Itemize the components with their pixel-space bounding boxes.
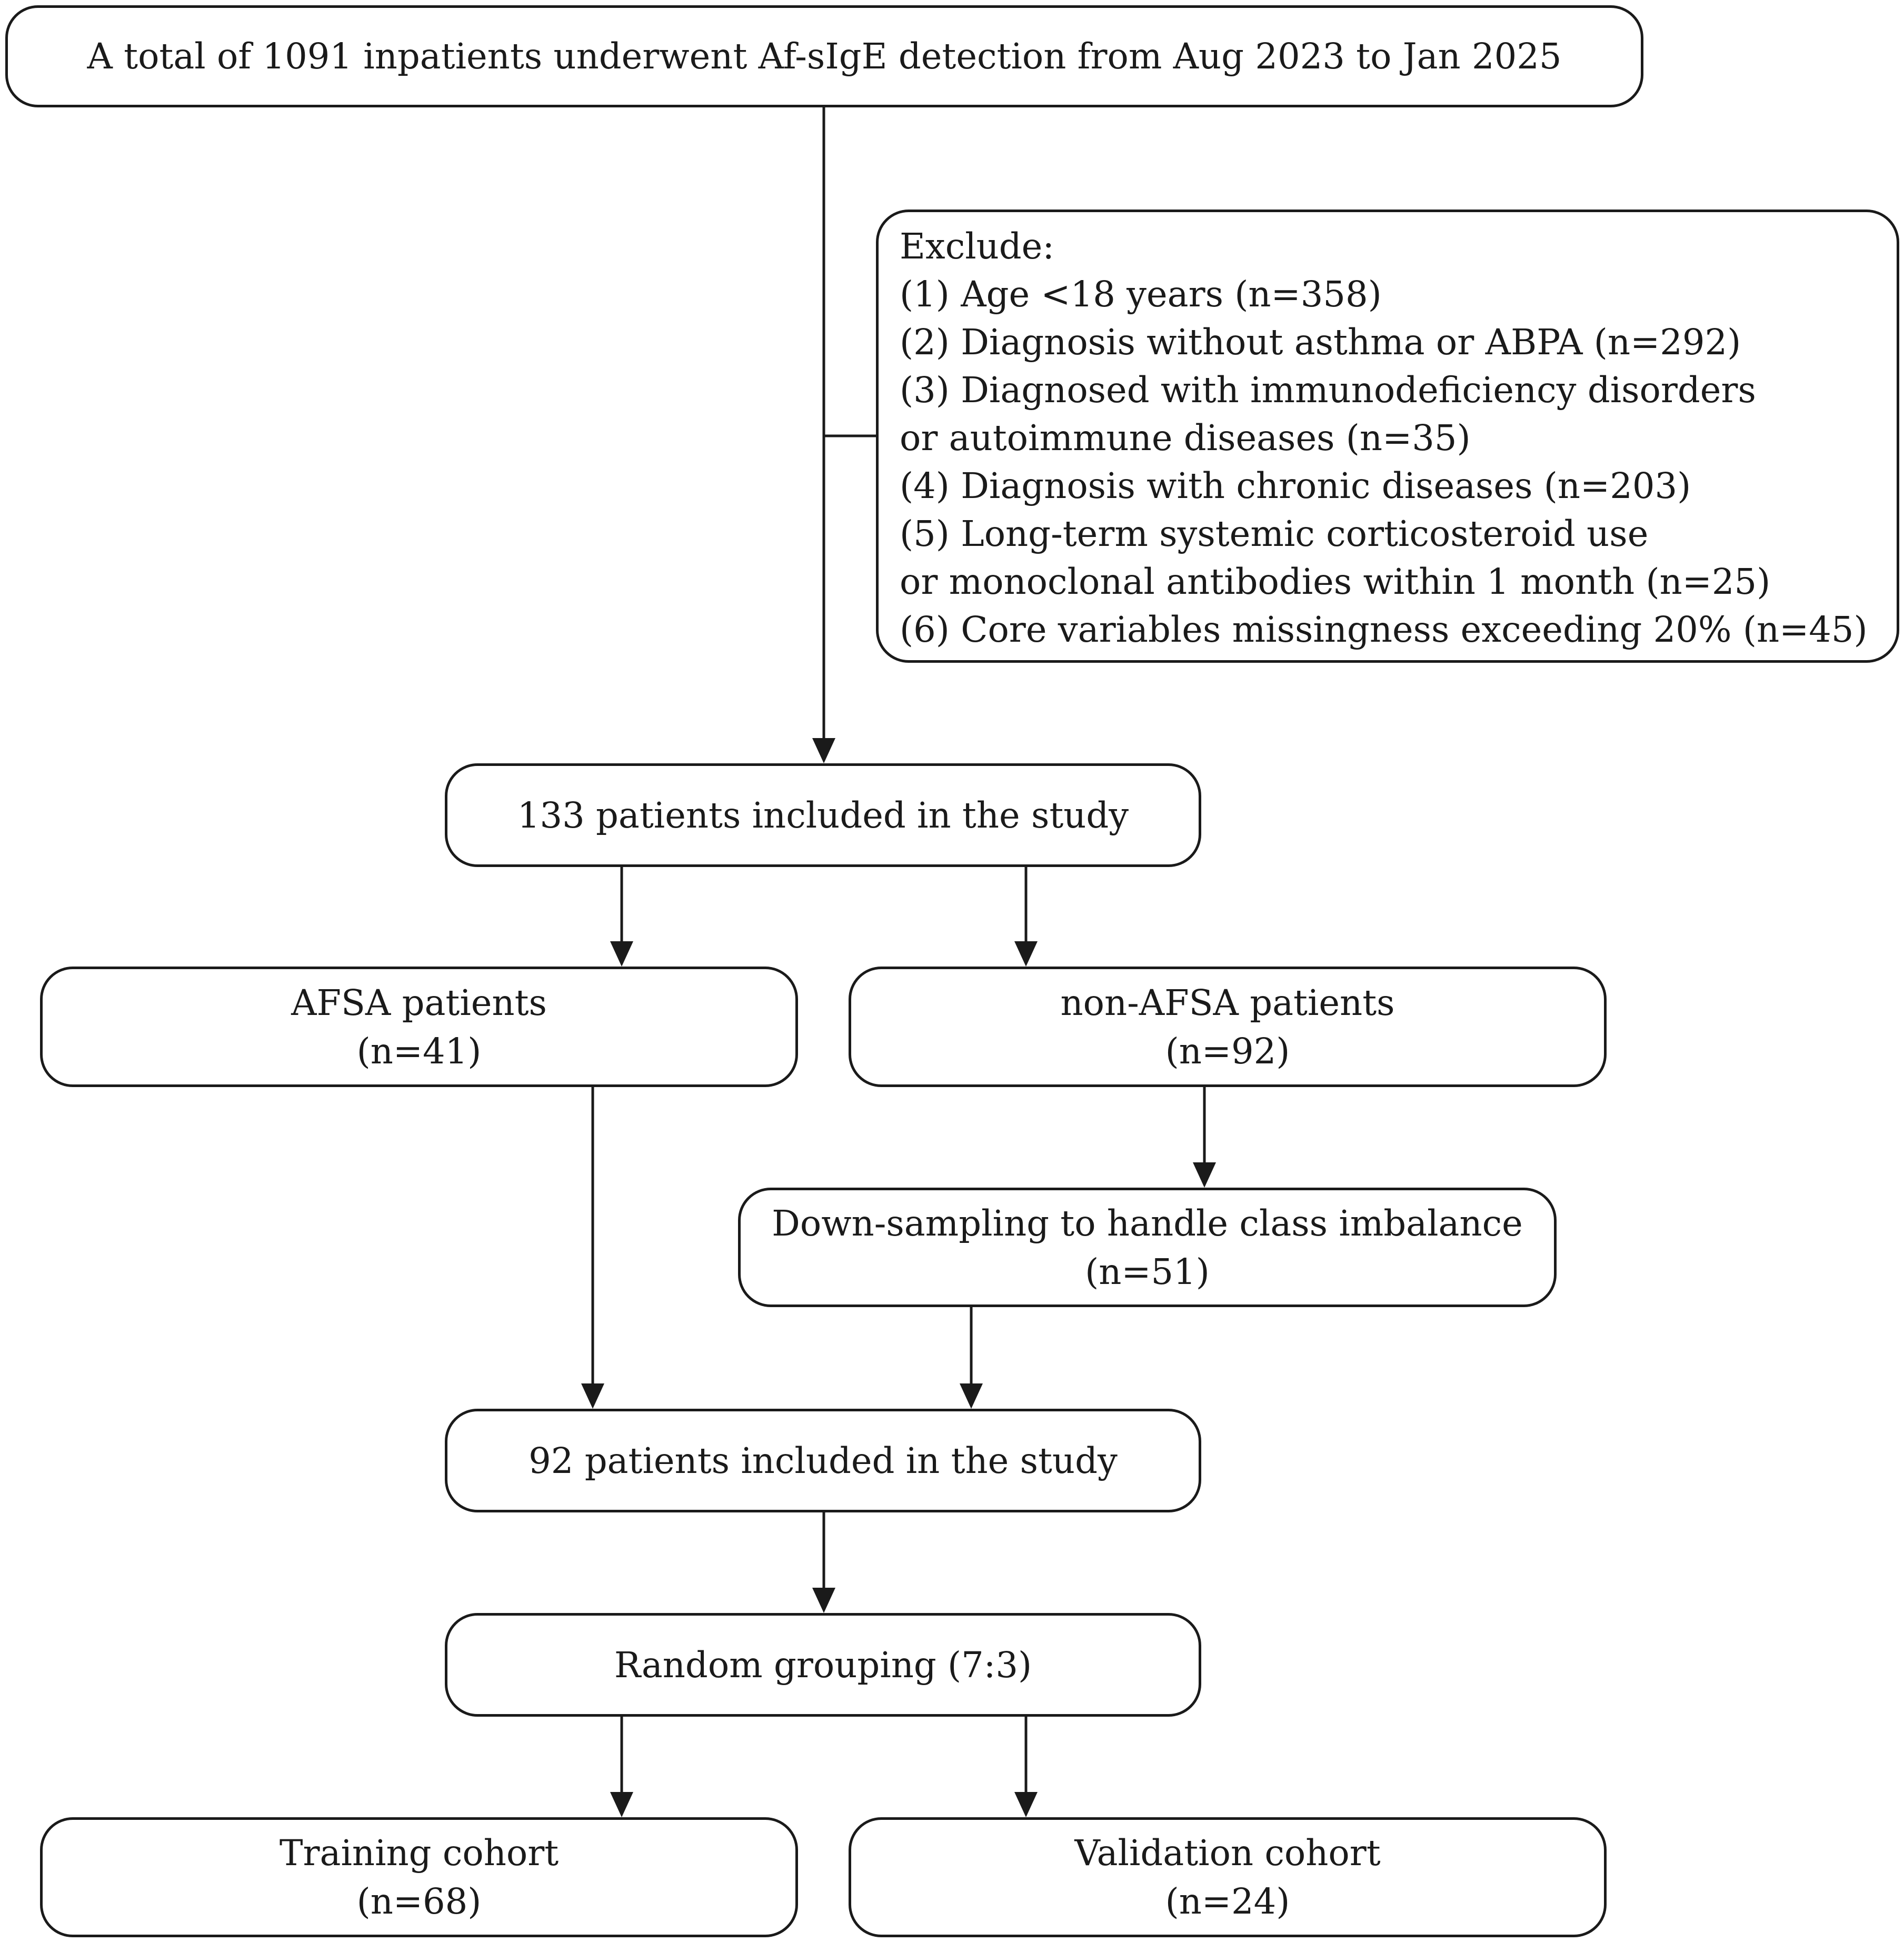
exclusion-item: (3) Diagnosed with immunodeficiency diso… [900,370,1756,411]
validation-count: (n=24) [1165,1881,1290,1922]
arrowhead-afsa-to-included2 [581,1383,604,1409]
arrowhead-included-to-non-afsa [1014,941,1038,967]
arrowhead-random-to-validation [1014,1792,1038,1817]
non-afsa-patients-box: non-AFSA patients (n=92) [849,967,1607,1087]
final-included-patients-text: 92 patients included in the study [529,1440,1118,1481]
exclusion-item: or autoimmune diseases (n=35) [900,417,1471,459]
downsampling-label: Down-sampling to handle class imbalance [772,1202,1523,1244]
exclusion-item: (5) Long-term systemic corticosteroid us… [900,513,1649,554]
total-inpatients-box: A total of 1091 inpatients underwent Af-… [5,5,1643,107]
exclusion-criteria-box: Exclude: (1) Age <18 years (n=358) (2) D… [876,210,1899,663]
training-cohort-box: Training cohort (n=68) [40,1817,798,1937]
total-inpatients-text: A total of 1091 inpatients underwent Af-… [87,36,1562,77]
afsa-count: (n=41) [356,1030,482,1072]
exclusion-item: (4) Diagnosis with chronic diseases (n=2… [900,465,1691,506]
final-included-patients-box: 92 patients included in the study [445,1409,1201,1512]
arrowhead-included2-to-random [812,1588,835,1613]
arrowhead-top-to-included [812,738,835,763]
included-patients-box: 133 patients included in the study [445,763,1201,867]
non-afsa-count: (n=92) [1165,1030,1290,1072]
training-count: (n=68) [356,1881,482,1922]
afsa-patients-box: AFSA patients (n=41) [40,967,798,1087]
exclusion-item: or monoclonal antibodies within 1 month … [900,561,1771,602]
afsa-label: AFSA patients [291,982,547,1023]
downsampling-count: (n=51) [1085,1251,1210,1292]
non-afsa-label: non-AFSA patients [1060,982,1395,1023]
downsampling-box: Down-sampling to handle class imbalance … [738,1188,1557,1307]
included-patients-text: 133 patients included in the study [517,794,1129,836]
exclusion-item: (1) Age <18 years (n=358) [900,274,1382,315]
validation-cohort-box: Validation cohort (n=24) [849,1817,1607,1937]
validation-label: Validation cohort [1074,1833,1381,1874]
arrowhead-included-to-afsa [610,941,633,967]
arrowhead-random-to-training [610,1792,633,1817]
exclusion-heading: Exclude: [900,226,1054,267]
random-grouping-text: Random grouping (7:3) [614,1644,1032,1686]
exclusion-item: (2) Diagnosis without asthma or ABPA (n=… [900,322,1741,363]
arrowhead-downsampling-to-included2 [960,1383,983,1409]
exclusion-item: (6) Core variables missingness exceeding… [900,609,1868,650]
training-label: Training cohort [279,1833,559,1874]
random-grouping-box: Random grouping (7:3) [445,1613,1201,1717]
arrowhead-non-afsa-to-downsampling [1193,1162,1216,1188]
